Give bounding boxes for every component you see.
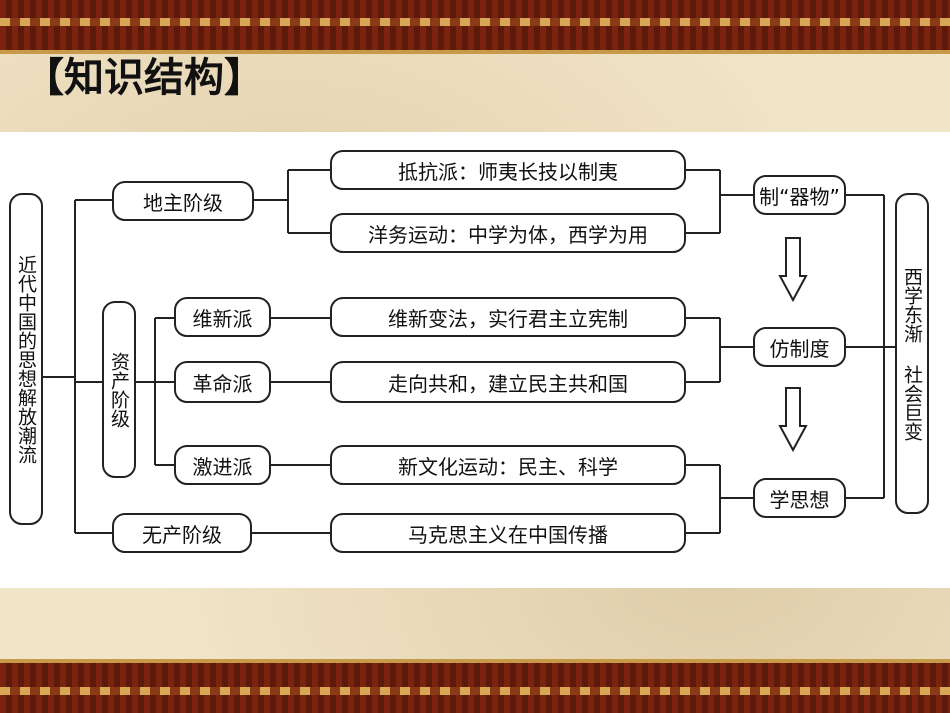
stage-thought: 学思想 <box>753 478 846 518</box>
class-proletariat-label: 无产阶级 <box>142 522 222 547</box>
page-title: 【知识结构】 <box>24 55 264 101</box>
stage-institutions-label: 仿制度 <box>769 336 830 361</box>
idea-box-5: 新文化运动：民主、科学 <box>330 445 686 485</box>
summary-label: 西学东渐 社会巨变 <box>901 266 923 441</box>
summary-node: 西学东渐 社会巨变 <box>895 193 929 514</box>
down-arrow-icon <box>778 387 808 453</box>
stage-objects: 制“器物” <box>753 175 846 215</box>
idea-label-1: 抵抗派：师夷长技以制夷 <box>398 159 618 184</box>
root-label: 近代中国的思想解放潮流 <box>15 254 37 464</box>
idea-label-6: 马克思主义在中国传播 <box>408 522 608 547</box>
top-border-decoration <box>0 0 950 54</box>
class-bourgeois-label: 资产阶级 <box>108 351 130 428</box>
class-landlord: 地主阶级 <box>112 181 254 221</box>
class-bourgeois: 资产阶级 <box>102 301 136 478</box>
idea-label-3: 维新变法，实行君主立宪制 <box>388 306 628 331</box>
down-arrow-icon <box>778 237 808 303</box>
stage-thought-label: 学思想 <box>769 487 830 512</box>
stage-institutions: 仿制度 <box>753 327 846 367</box>
idea-label-2: 洋务运动：中学为体，西学为用 <box>368 222 648 247</box>
idea-label-4: 走向共和，建立民主共和国 <box>388 371 628 396</box>
idea-box-4: 走向共和，建立民主共和国 <box>330 361 686 403</box>
root-node: 近代中国的思想解放潮流 <box>9 193 43 525</box>
bottom-border-decoration <box>0 659 950 713</box>
faction-radical-label: 激进派 <box>192 454 253 479</box>
idea-label-5: 新文化运动：民主、科学 <box>398 454 618 479</box>
faction-revolution: 革命派 <box>174 361 271 403</box>
class-proletariat: 无产阶级 <box>112 513 252 553</box>
faction-revolution-label: 革命派 <box>192 371 253 396</box>
idea-box-1: 抵抗派：师夷长技以制夷 <box>330 150 686 190</box>
idea-box-3: 维新变法，实行君主立宪制 <box>330 297 686 337</box>
idea-box-2: 洋务运动：中学为体，西学为用 <box>330 213 686 253</box>
faction-reform-label: 维新派 <box>192 306 253 331</box>
faction-radical: 激进派 <box>174 445 271 485</box>
stage-objects-label: 制“器物” <box>759 184 840 209</box>
idea-box-6: 马克思主义在中国传播 <box>330 513 686 553</box>
class-landlord-label: 地主阶级 <box>143 190 223 215</box>
faction-reform: 维新派 <box>174 297 271 337</box>
